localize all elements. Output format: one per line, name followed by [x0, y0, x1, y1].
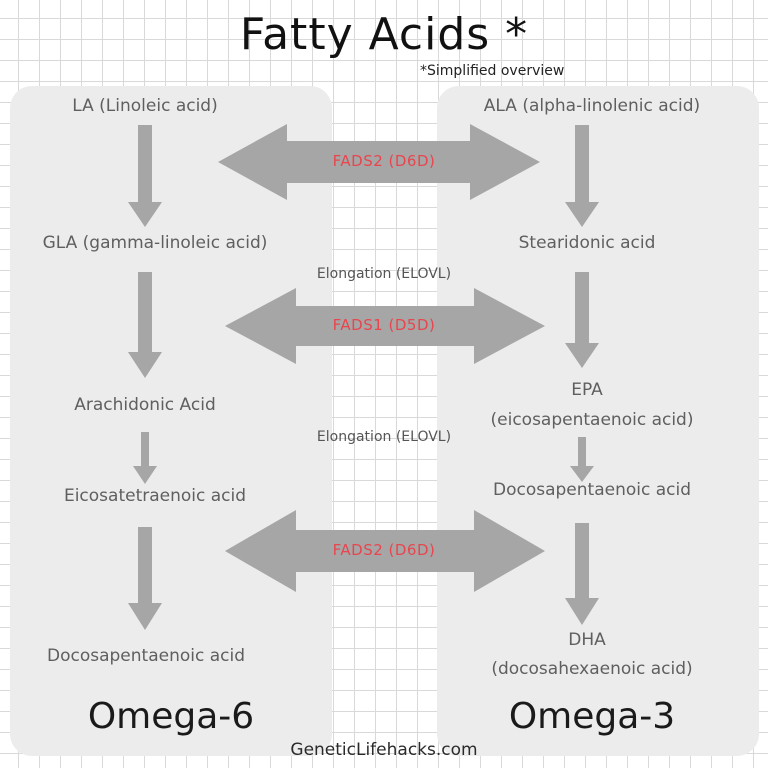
double-arrow-fads2-top	[218, 124, 540, 200]
arrow-stearidonic-to-epa	[565, 272, 599, 368]
node-stearidonic-acid: Stearidonic acid	[518, 233, 656, 253]
enzyme-fads2-bottom: FADS2 (D6D)	[332, 541, 436, 559]
arrow-gla-to-arachidonic	[128, 272, 162, 378]
node-gla: GLA (gamma-linoleic acid)	[42, 233, 268, 253]
double-arrow-fads1	[225, 288, 545, 364]
elongation-label-1: Elongation (ELOVL)	[316, 266, 452, 282]
double-arrow-fads2-bottom	[225, 510, 545, 592]
footer-site: GeneticLifehacks.com	[290, 740, 478, 760]
page-title: Fatty Acids *	[239, 9, 529, 60]
arrow-la-to-gla	[128, 125, 162, 227]
node-dha: DHA	[568, 630, 606, 650]
node-ala: ALA (alpha-linolenic acid)	[483, 96, 701, 116]
arrow-ala-to-stearidonic	[565, 125, 599, 227]
elongation-label-2: Elongation (ELOVL)	[316, 429, 452, 445]
subtitle-note: *Simplified overview	[420, 63, 565, 79]
omega6-panel	[10, 86, 332, 756]
node-dha-full-name: (docosahexaenoic acid)	[491, 659, 693, 679]
arrow-eicosatetraenoic-to-docosapentaenoic	[128, 527, 162, 630]
node-epa-full-name: (eicosapentaenoic acid)	[490, 410, 694, 430]
node-docosapentaenoic-acid-omega3: Docosapentaenoic acid	[492, 480, 691, 500]
arrow-epa-to-docosapentaenoic	[570, 437, 594, 482]
arrow-docosapentaenoic-to-dha	[565, 523, 599, 625]
node-arachidonic-acid: Arachidonic Acid	[74, 395, 216, 415]
node-la: LA (Linoleic acid)	[72, 96, 218, 116]
omega6-label: Omega-6	[87, 696, 255, 737]
enzyme-fads1: FADS1 (D5D)	[332, 316, 436, 334]
node-epa: EPA	[571, 380, 603, 400]
node-eicosatetraenoic-acid: Eicosatetraenoic acid	[63, 486, 247, 506]
node-docosapentaenoic-acid-omega6: Docosapentaenoic acid	[46, 646, 245, 666]
arrow-arachidonic-to-eicosatetraenoic	[133, 432, 157, 484]
omega3-panel	[437, 86, 759, 756]
omega3-label: Omega-3	[508, 696, 676, 737]
enzyme-fads2-top: FADS2 (D6D)	[332, 152, 436, 170]
